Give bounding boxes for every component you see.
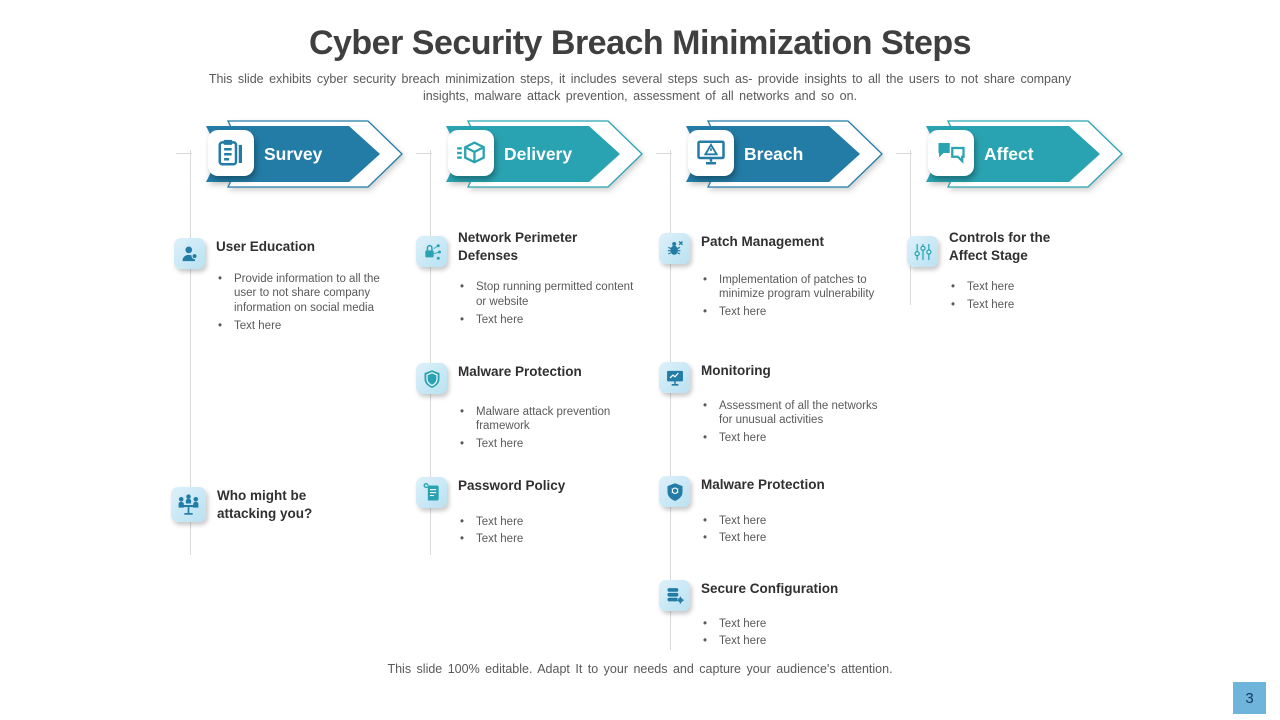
meeting-icon bbox=[171, 487, 206, 522]
bullet-list: Provide information to all the user to n… bbox=[216, 272, 396, 334]
server-gear-icon bbox=[659, 580, 690, 611]
bullet: Text here bbox=[701, 305, 881, 320]
bullet: Text here bbox=[949, 298, 1129, 313]
bullet: Text here bbox=[458, 437, 638, 452]
bullet: Text here bbox=[949, 280, 1129, 295]
column-connector-line bbox=[190, 150, 191, 555]
item-title: Password Policy bbox=[458, 478, 566, 493]
item-title: Malware Protection bbox=[458, 364, 582, 379]
list-item: Who might be attacking you? bbox=[171, 487, 401, 522]
connector-stub bbox=[176, 153, 192, 154]
banner-label: Affect bbox=[984, 143, 1034, 164]
bullet: Assessment of all the networks for unusu… bbox=[701, 399, 881, 428]
banner-breach: Breach bbox=[682, 120, 894, 188]
list-item: User Education Provide information to al… bbox=[174, 238, 404, 336]
item-title: Monitoring bbox=[701, 363, 771, 378]
shield-bug-icon bbox=[659, 476, 690, 507]
bullet-list: Text here Text here bbox=[701, 617, 881, 649]
bullet: Stop running permitted content or websit… bbox=[458, 280, 638, 309]
bullet: Text here bbox=[701, 531, 881, 546]
list-item: Network Perimeter Defenses Stop running … bbox=[416, 230, 646, 330]
list-item: Controls for the Affect Stage Text here … bbox=[907, 230, 1137, 316]
list-item: Monitoring Assessment of all the network… bbox=[659, 362, 889, 449]
banner-delivery: Delivery bbox=[442, 120, 654, 188]
bug-patch-icon bbox=[659, 233, 690, 264]
list-item: Malware Protection Text here Text here bbox=[659, 476, 889, 549]
bullet: Text here bbox=[701, 617, 881, 632]
shield-icon bbox=[416, 363, 447, 394]
page-title: Cyber Security Breach Minimization Steps bbox=[308, 24, 972, 62]
list-item: Malware Protection Malware attack preven… bbox=[416, 363, 646, 455]
bullet: Text here bbox=[216, 319, 396, 334]
bullet: Malware attack prevention framework bbox=[458, 405, 638, 434]
bullet: Text here bbox=[701, 634, 881, 649]
bullet-list: Text here Text here bbox=[949, 280, 1129, 312]
item-title: Patch Management bbox=[701, 234, 825, 249]
monitor-alert-icon bbox=[688, 130, 734, 176]
footer-note: This slide 100% editable. Adapt It to yo… bbox=[387, 662, 893, 676]
sliders-icon bbox=[907, 236, 938, 267]
item-title: Malware Protection bbox=[701, 477, 825, 492]
column-connector-line bbox=[430, 150, 431, 555]
item-title: Who might be attacking you? bbox=[217, 488, 313, 521]
chat-question-icon bbox=[928, 130, 974, 176]
page-number-badge: 3 bbox=[1233, 682, 1266, 714]
bullet: Text here bbox=[458, 515, 638, 530]
connector-stub bbox=[896, 153, 912, 154]
slide-subtitle: This slide exhibits cyber security breac… bbox=[208, 72, 1072, 103]
bullet: Text here bbox=[701, 514, 881, 529]
monitor-icon bbox=[659, 362, 690, 393]
item-title: User Education bbox=[216, 239, 316, 254]
bullet: Text here bbox=[458, 313, 638, 328]
item-title: Controls for the Affect Stage bbox=[949, 230, 1051, 263]
banner-label: Survey bbox=[264, 143, 323, 164]
connector-stub bbox=[656, 153, 672, 154]
column-connector-line bbox=[910, 150, 911, 305]
column-connector-line bbox=[670, 150, 671, 650]
bullet-list: Text here Text here bbox=[458, 515, 638, 547]
banner-survey: Survey bbox=[202, 120, 414, 188]
banner-label: Delivery bbox=[504, 143, 573, 164]
bullet-list: Assessment of all the networks for unusu… bbox=[701, 399, 881, 446]
connector-stub bbox=[416, 153, 432, 154]
list-item: Password Policy Text here Text here bbox=[416, 477, 646, 550]
item-title: Network Perimeter Defenses bbox=[458, 230, 578, 263]
bullet: Provide information to all the user to n… bbox=[216, 272, 396, 316]
scroll-icon bbox=[416, 477, 447, 508]
clipboard-pen-icon bbox=[208, 130, 254, 176]
list-item: Secure Configuration Text here Text here bbox=[659, 580, 889, 652]
bullet: Text here bbox=[701, 431, 881, 446]
bullet-list: Malware attack prevention framework Text… bbox=[458, 405, 638, 452]
bullet-list: Text here Text here bbox=[701, 514, 881, 546]
network-lock-icon bbox=[416, 236, 447, 267]
bullet-list: Implementation of patches to minimize pr… bbox=[701, 273, 881, 320]
package-icon bbox=[448, 130, 494, 176]
item-title: Secure Configuration bbox=[701, 581, 839, 596]
bullet-list: Stop running permitted content or websit… bbox=[458, 280, 638, 327]
bullet: Implementation of patches to minimize pr… bbox=[701, 273, 881, 302]
user-icon bbox=[174, 238, 205, 269]
bullet: Text here bbox=[458, 532, 638, 547]
banner-affect: Affect bbox=[922, 120, 1134, 188]
list-item: Patch Management Implementation of patch… bbox=[659, 233, 889, 323]
banner-label: Breach bbox=[744, 143, 804, 164]
